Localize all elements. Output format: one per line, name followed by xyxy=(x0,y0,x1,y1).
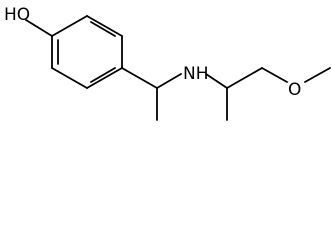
bond-ring-5 xyxy=(86,15,123,37)
bond-nh-ch2 xyxy=(205,73,228,89)
atom-hydroxyl-label: HO xyxy=(4,5,30,25)
bonds xyxy=(25,15,331,121)
atom-methoxy-oxygen-label: O xyxy=(288,80,301,100)
atom-amine-label: NH xyxy=(183,64,209,84)
bond-ring-2 xyxy=(51,67,88,89)
chemical-structure-diagram: HO NH O xyxy=(4,5,331,121)
bond-ring-3 xyxy=(86,67,123,89)
bond-ch2-o xyxy=(261,67,288,83)
bond-o-methyl xyxy=(304,67,331,83)
bond-hydroxyl-ring xyxy=(25,19,53,37)
bond-ch2-ch2 xyxy=(226,67,263,89)
bond-ring-double-3 xyxy=(90,21,116,37)
bond-ch-nh xyxy=(156,73,182,89)
bond-ring-6 xyxy=(51,15,88,37)
bond-ring-ch xyxy=(121,67,158,89)
bond-ring-double-2 xyxy=(90,67,116,83)
atom-labels: HO NH O xyxy=(4,5,301,100)
